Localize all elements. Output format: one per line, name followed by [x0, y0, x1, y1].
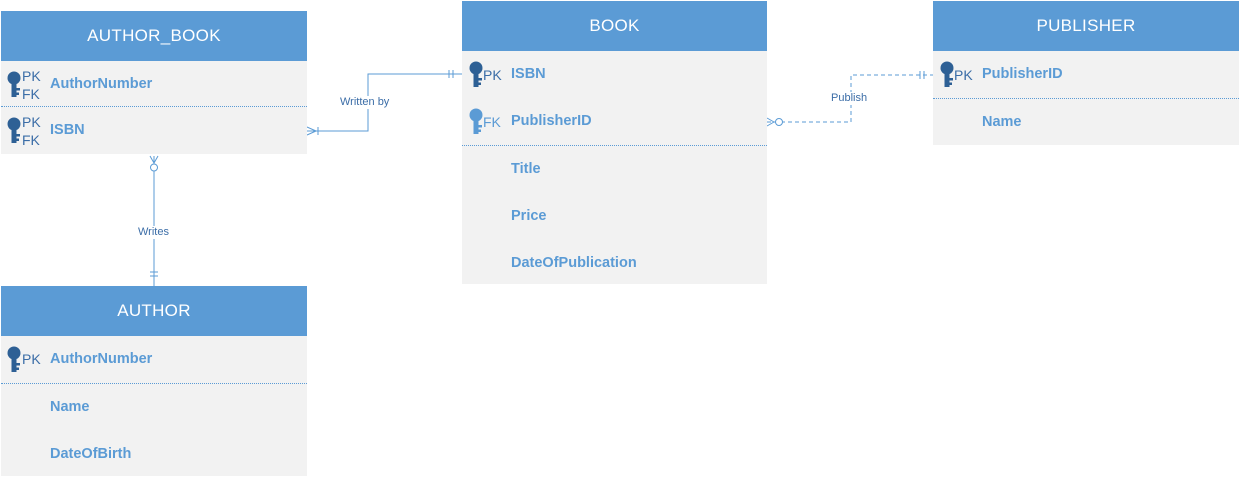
attribute-name: ISBN	[50, 122, 85, 138]
key-icon	[7, 117, 21, 143]
relationship-label-writes: Writes	[136, 226, 171, 239]
key-type-label: PK	[22, 351, 41, 367]
attribute-name: PublisherID	[511, 113, 592, 129]
key-icon	[7, 346, 21, 372]
attribute-row[interactable]: Title	[462, 146, 767, 193]
attribute-name: ISBN	[511, 66, 546, 82]
key-icon	[469, 61, 483, 87]
attribute-name: DateOfBirth	[50, 446, 132, 462]
key-icon	[7, 71, 21, 97]
key-icon	[940, 61, 954, 87]
attribute-name: Price	[511, 208, 547, 224]
attribute-row[interactable]: Name	[1, 384, 307, 431]
attribute-name: AuthorNumber	[50, 76, 153, 92]
attribute-name: DateOfPublication	[511, 255, 637, 271]
attribute-row[interactable]: FK PublisherID	[462, 98, 767, 146]
relationship-label-written-by: Written by	[338, 96, 392, 109]
entity-title: BOOK	[462, 1, 767, 51]
attribute-row[interactable]: DateOfPublication	[462, 240, 767, 284]
key-type-label: PK	[483, 67, 502, 83]
key-type-label: PK	[954, 67, 973, 83]
key-type-label: FK	[483, 114, 501, 130]
attribute-row[interactable]: Name	[933, 99, 1239, 145]
written-by-many-end	[306, 126, 317, 132]
publish-many-end	[766, 117, 775, 123]
entity-title: AUTHOR	[1, 286, 307, 336]
relationship-label-publish: Publish	[829, 92, 870, 105]
attribute-row[interactable]: Price	[462, 193, 767, 240]
attribute-row[interactable]: DateOfBirth	[1, 431, 307, 476]
key-icon	[469, 108, 483, 134]
attribute-name: Title	[511, 161, 541, 177]
attribute-name: Name	[50, 399, 90, 415]
entity-author[interactable]: AUTHOR PK AuthorNumber Name DateOfBirth	[1, 286, 307, 476]
attribute-name: AuthorNumber	[50, 351, 153, 367]
attribute-row[interactable]: PK ISBN	[462, 51, 767, 98]
entity-publisher[interactable]: PUBLISHER PK PublisherID Name	[933, 1, 1239, 145]
attribute-row[interactable]: PK AuthorNumber	[1, 336, 307, 384]
attribute-name: Name	[982, 114, 1022, 130]
attribute-name: PublisherID	[982, 66, 1063, 82]
attribute-row[interactable]: PK PublisherID	[933, 51, 1239, 99]
entity-book[interactable]: BOOK PK ISBN FK PublisherID Title Price …	[462, 1, 767, 284]
writes-many-end	[149, 155, 155, 164]
entity-title: AUTHOR_BOOK	[1, 11, 307, 61]
entity-title: PUBLISHER	[933, 1, 1239, 51]
